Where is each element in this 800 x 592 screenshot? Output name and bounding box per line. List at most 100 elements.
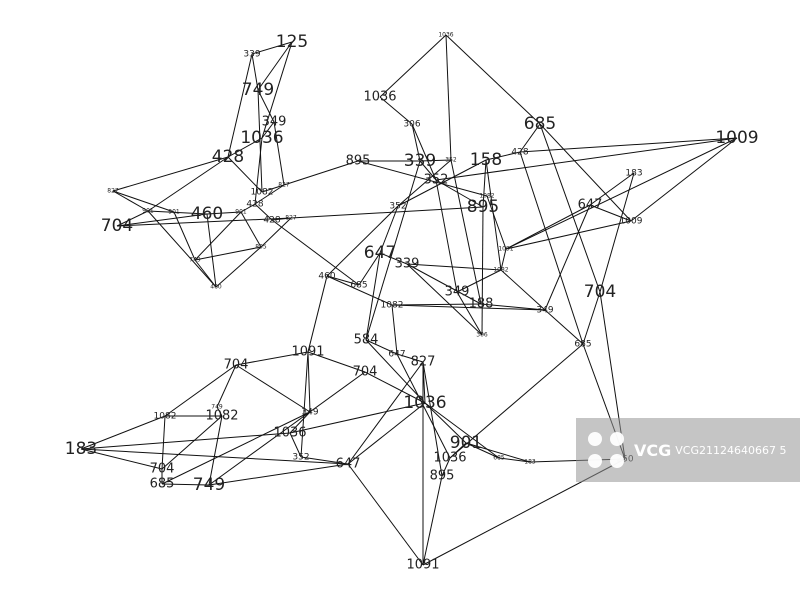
node-label: 183 xyxy=(65,439,97,459)
graph-edge xyxy=(161,411,311,485)
graph-edge xyxy=(261,184,285,193)
node-label: 895 xyxy=(346,154,371,169)
graph-edge xyxy=(505,137,738,250)
node-label: 901 xyxy=(235,209,247,216)
graph-edges xyxy=(80,34,738,566)
graph-edge xyxy=(216,364,237,408)
graph-edge xyxy=(194,246,262,261)
graph-edge xyxy=(260,217,292,248)
graph-edge xyxy=(347,463,424,566)
graph-edge xyxy=(358,252,381,286)
node-label: 183 xyxy=(524,459,536,466)
graph-edge xyxy=(257,41,293,91)
graph-edge xyxy=(456,291,483,336)
graph-edge xyxy=(300,351,309,458)
node-label: 1091 xyxy=(291,345,324,360)
graph-edge xyxy=(424,402,467,444)
graph-edge xyxy=(397,159,452,207)
graph-edge xyxy=(589,172,635,206)
node-label: 827 xyxy=(285,215,297,222)
node-label: 584 xyxy=(354,333,379,348)
graph-edge xyxy=(419,159,452,162)
node-label: 1082 xyxy=(205,409,238,424)
node-label: 352 xyxy=(445,157,457,164)
node-label: 339 xyxy=(404,151,436,171)
node-label: 749 xyxy=(189,257,201,264)
graph-edge xyxy=(465,442,500,459)
node-label: 1009 xyxy=(715,128,758,148)
graph-edge xyxy=(116,213,208,227)
node-label: 125 xyxy=(276,32,308,52)
graph-edge xyxy=(254,184,285,205)
graph-edge xyxy=(364,371,426,404)
node-label: 339 xyxy=(243,50,260,60)
graph-edge xyxy=(435,137,738,181)
graph-edge xyxy=(391,304,546,311)
graph-edge xyxy=(406,263,483,336)
node-label: 306 xyxy=(476,332,488,339)
graph-edge xyxy=(235,351,309,366)
graph-edge xyxy=(519,151,584,345)
graph-edge xyxy=(406,263,482,305)
graph-edge xyxy=(486,195,507,250)
node-label: 339 xyxy=(395,257,420,272)
node-label: 349 xyxy=(301,408,318,418)
node-label: 428 xyxy=(511,148,528,158)
graph-edge xyxy=(271,219,360,286)
graph-edge xyxy=(500,248,507,271)
graph-edge xyxy=(307,275,328,353)
graph-edge xyxy=(391,303,482,306)
graph-edge xyxy=(273,121,285,186)
graph-edge xyxy=(80,448,163,470)
node-label: 352 xyxy=(389,202,406,212)
node-label: 647 xyxy=(578,198,603,213)
graph-edge xyxy=(227,137,263,158)
node-label: 704 xyxy=(101,216,133,236)
graph-edge xyxy=(441,457,451,477)
graph-edge xyxy=(326,275,393,306)
graph-edge xyxy=(240,203,256,213)
node-label: 460 xyxy=(191,204,223,224)
graph-edge xyxy=(80,415,166,450)
graph-edge xyxy=(254,203,273,221)
graph-edge xyxy=(80,432,291,450)
graph-edge xyxy=(80,448,349,465)
node-label: 1036 xyxy=(273,426,306,441)
graph-edge xyxy=(450,159,482,305)
graph-edge xyxy=(589,204,632,222)
node-label: 188 xyxy=(469,297,494,312)
node-label: 685 xyxy=(574,340,591,350)
graph-edge xyxy=(411,123,437,181)
node-label: 1091 xyxy=(498,246,513,253)
graph-edge xyxy=(480,303,546,311)
node-label: 1082 xyxy=(479,193,494,200)
node-label: 460 xyxy=(210,284,222,291)
node-label: 1009 xyxy=(620,217,643,227)
graph-edge xyxy=(396,353,424,363)
graph-edge xyxy=(216,406,223,417)
graph-edge xyxy=(161,415,166,470)
node-label: 827 xyxy=(107,188,119,195)
node-label: 1036 xyxy=(403,393,446,413)
graph-edge xyxy=(365,339,426,404)
graph-edge xyxy=(112,156,229,192)
node-label: 901 xyxy=(450,433,482,453)
node-label: 827 xyxy=(278,182,290,189)
graph-edge xyxy=(519,137,738,153)
node-label: 460 xyxy=(318,272,335,282)
graph-edge xyxy=(307,351,311,413)
graph-edge xyxy=(251,41,293,55)
graph-edge xyxy=(544,309,584,345)
graph-edge xyxy=(257,89,263,193)
graph-edge xyxy=(147,156,229,212)
node-label: 704 xyxy=(224,358,249,373)
node-label: 1036 xyxy=(363,90,396,105)
node-label: 647 xyxy=(364,243,396,263)
node-label: 901 xyxy=(168,209,180,216)
node-label: 306 xyxy=(403,120,420,130)
graph-edge xyxy=(539,123,632,222)
graph-edge xyxy=(435,179,458,293)
graph-edge xyxy=(147,210,208,215)
node-label: 704 xyxy=(584,282,616,302)
graph-edge xyxy=(326,275,360,286)
